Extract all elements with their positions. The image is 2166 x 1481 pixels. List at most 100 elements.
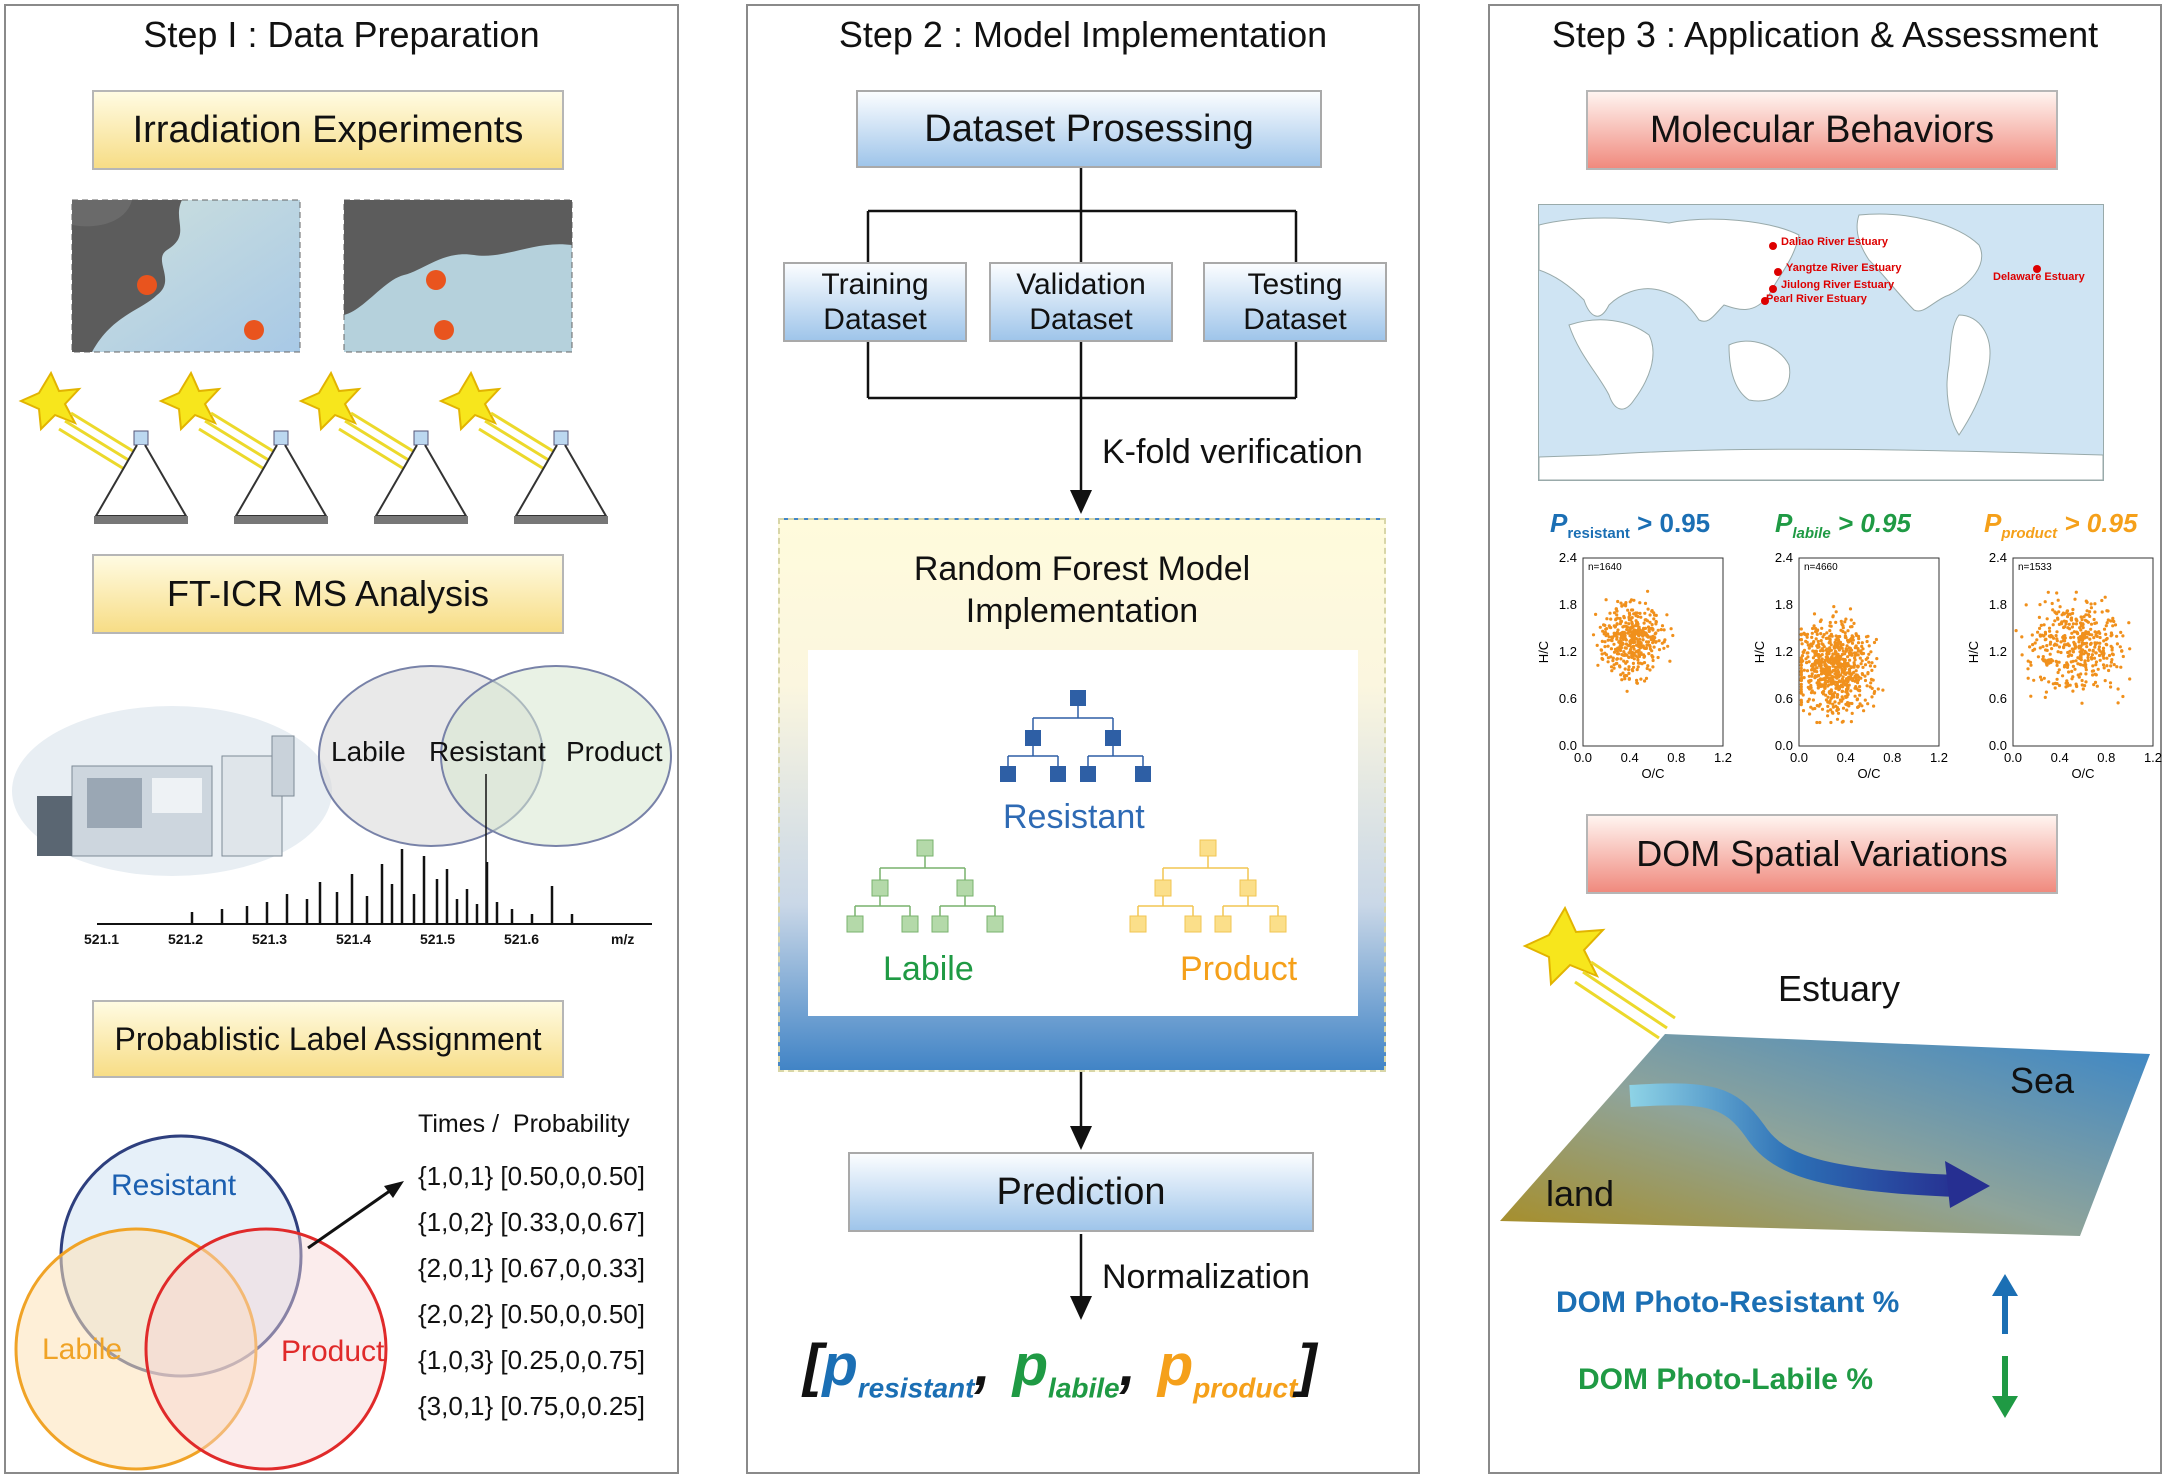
scatter-point bbox=[1831, 678, 1835, 682]
scatter-point bbox=[1865, 639, 1869, 644]
scatter-point bbox=[1825, 669, 1829, 673]
scatter-point bbox=[1627, 622, 1631, 626]
panel-step3: Step 3 : Application & Assessment Molecu… bbox=[1488, 4, 2162, 1474]
scatter-point bbox=[1643, 646, 1647, 650]
scatter-point bbox=[2094, 660, 2098, 664]
scatter-point bbox=[1850, 711, 1854, 715]
scatter-point bbox=[1816, 639, 1820, 644]
scatter-point bbox=[1652, 617, 1656, 621]
scatter-point bbox=[1646, 664, 1650, 668]
scatter-point bbox=[2102, 666, 2106, 670]
scatter-point bbox=[1650, 609, 1654, 613]
scatter-point bbox=[1598, 625, 1602, 629]
scatter-point bbox=[2089, 606, 2093, 610]
scatter-point bbox=[2104, 632, 2108, 636]
scatter-point bbox=[1873, 664, 1877, 668]
scatter-p: P bbox=[1550, 508, 1568, 538]
scatter-point bbox=[1821, 683, 1825, 687]
scatter-point bbox=[1859, 662, 1863, 666]
scatter-point bbox=[1623, 677, 1627, 681]
scatter-point bbox=[2035, 638, 2039, 642]
scatter-point bbox=[1799, 685, 1803, 689]
scatter-point bbox=[1856, 653, 1860, 657]
scatter-point bbox=[2049, 640, 2053, 644]
scatter-point bbox=[1660, 624, 1665, 628]
scatter-point bbox=[2084, 672, 2088, 676]
scatter-point bbox=[1829, 657, 1833, 661]
scatter-point bbox=[1799, 638, 1803, 642]
scatter-point bbox=[2062, 625, 2066, 630]
scatter-point bbox=[2045, 644, 2049, 648]
scatter-point bbox=[2043, 632, 2048, 636]
scatter-point bbox=[1817, 655, 1821, 659]
scatter-point bbox=[2071, 659, 2075, 663]
scatter-point bbox=[2051, 623, 2055, 627]
scatter-point bbox=[2109, 685, 2113, 689]
scatter-point bbox=[2127, 621, 2131, 625]
scatter-p: P bbox=[1984, 508, 2002, 538]
flask-icon bbox=[514, 430, 608, 524]
p-product: pproduct bbox=[1158, 1333, 1298, 1404]
scatter-point bbox=[1668, 659, 1672, 663]
scatter-point bbox=[1826, 700, 1830, 704]
scatter-point bbox=[1814, 649, 1818, 653]
scatter-point bbox=[2085, 645, 2089, 649]
p-labile: plabile bbox=[1013, 1333, 1120, 1404]
scatter-point bbox=[2058, 605, 2062, 609]
scatter-point bbox=[2026, 676, 2030, 680]
scatter-point bbox=[1831, 663, 1835, 667]
scatter-point bbox=[2069, 636, 2073, 640]
scatter-point bbox=[2062, 612, 2066, 616]
scatter-point bbox=[2083, 636, 2087, 640]
scatter-point bbox=[2062, 646, 2066, 650]
scatter-point bbox=[2104, 638, 2108, 642]
scatter-point bbox=[2121, 694, 2125, 699]
scatter-point bbox=[1638, 646, 1643, 650]
scatter-point bbox=[2095, 634, 2099, 638]
scatter-point bbox=[1636, 615, 1640, 619]
scatter-point bbox=[2076, 662, 2080, 666]
scatter-point bbox=[1837, 641, 1841, 646]
scatter-point bbox=[1606, 644, 1610, 648]
scatter-point bbox=[2097, 653, 2102, 658]
scatter-point bbox=[1799, 700, 1804, 704]
scatter-n-label: n=1533 bbox=[2018, 562, 2052, 573]
scatter-point bbox=[2084, 613, 2088, 617]
scatter-point bbox=[1817, 642, 1821, 646]
scatter-point bbox=[2128, 647, 2132, 651]
scatter-point bbox=[2067, 622, 2071, 626]
scatter-point bbox=[1632, 598, 1636, 602]
scatter-point bbox=[1622, 616, 1626, 620]
scatter-point bbox=[2078, 654, 2082, 658]
scatter-point bbox=[1821, 635, 1825, 639]
scatter-point bbox=[2101, 653, 2105, 657]
scatter-point bbox=[1644, 640, 1649, 644]
scatter-point bbox=[1845, 708, 1849, 712]
probability-table: {1,0,1} [0.50,0,0.50] {1,0,2} [0.33,0,0.… bbox=[418, 1153, 645, 1429]
scatter-point bbox=[1844, 617, 1848, 621]
scatter-point bbox=[1806, 643, 1810, 647]
scatter-point bbox=[2093, 672, 2097, 676]
scatter-point bbox=[1642, 621, 1646, 625]
scatter-point bbox=[2100, 598, 2104, 603]
scatter-point bbox=[2036, 630, 2040, 634]
scatter-point bbox=[1799, 703, 1803, 707]
scatter-point bbox=[1636, 633, 1640, 637]
scatter-point bbox=[1643, 601, 1648, 605]
scatter-point bbox=[1854, 669, 1858, 673]
scatter-point bbox=[1638, 661, 1642, 665]
scatter-point bbox=[1807, 674, 1811, 678]
scatter-point bbox=[2101, 663, 2106, 667]
scatter-point bbox=[2061, 674, 2065, 678]
scatter-xtick: 0.8 bbox=[2097, 750, 2115, 765]
scatter-point bbox=[2109, 619, 2113, 623]
scatter-point bbox=[2110, 652, 2114, 656]
scatter-point bbox=[1646, 635, 1650, 639]
scatter-point bbox=[2120, 649, 2124, 653]
scatter-point bbox=[2057, 622, 2061, 626]
scatter-point bbox=[2098, 631, 2102, 635]
scatter-point bbox=[2078, 635, 2082, 639]
scatter-point bbox=[1817, 660, 1822, 664]
scatter-point bbox=[1843, 661, 1847, 665]
scatter-point bbox=[2084, 680, 2088, 684]
